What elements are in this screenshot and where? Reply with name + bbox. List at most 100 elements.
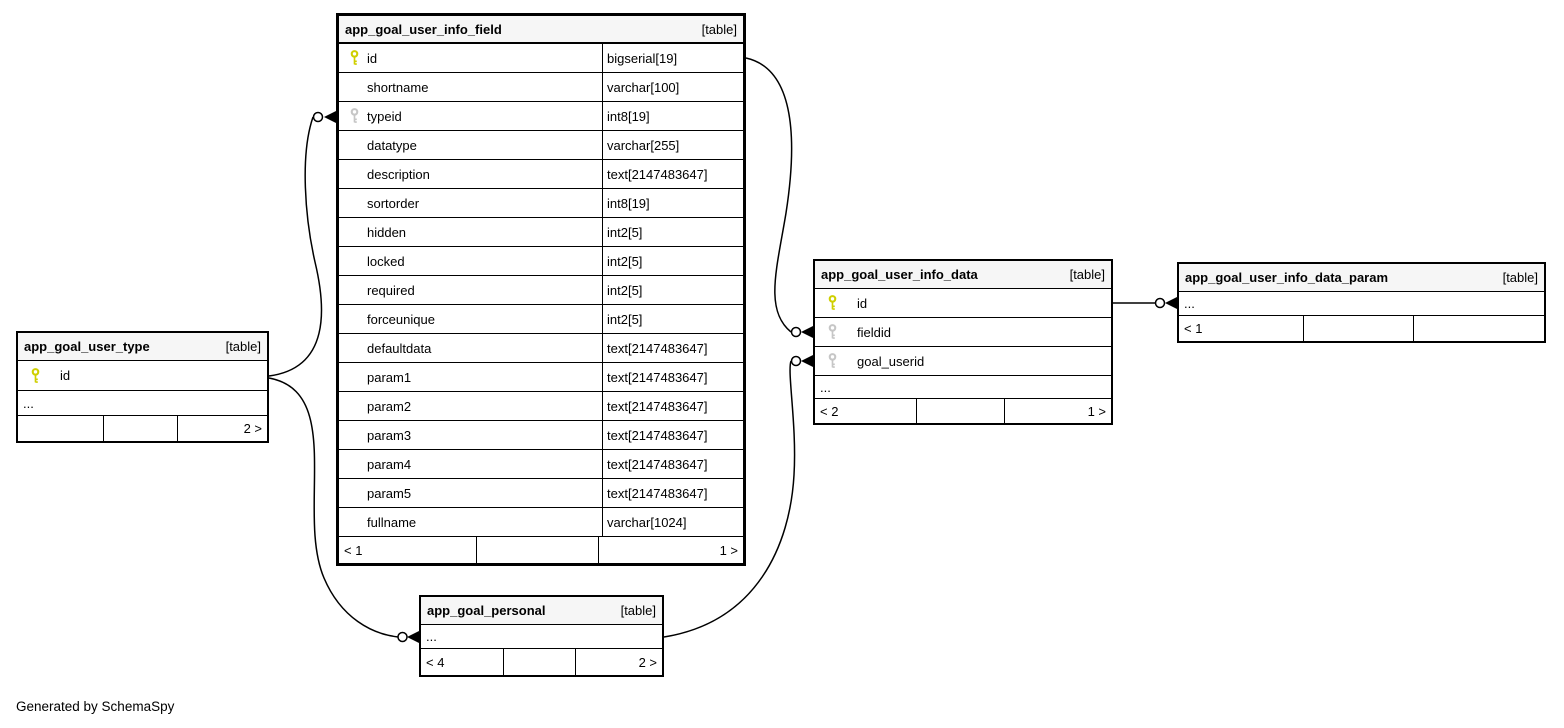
relationship-user-type-to-personal [268, 377, 419, 643]
footer-children-count: < 1 [1184, 321, 1203, 336]
column-row: id bigserial[19] [339, 44, 743, 73]
relationship-info-data-to-data-param [1113, 297, 1177, 309]
column-type: text[2147483647] [602, 479, 743, 507]
ellipsis-row: ... [815, 376, 1111, 399]
column-name-cell: shortname [339, 73, 602, 101]
column-name-cell: required [339, 276, 602, 304]
footer-middle-cell [476, 537, 597, 563]
fk-arrow-marker [801, 326, 813, 338]
column-row: defaultdata text[2147483647] [339, 334, 743, 363]
column-name: param3 [367, 427, 412, 443]
column-type: text[2147483647] [602, 160, 743, 188]
column-type: varchar[255] [602, 131, 743, 159]
entity-table-app-goal-user-info-data[interactable]: app_goal_user_info_data[table]id fieldid g… [813, 259, 1113, 425]
column-name-cell: forceunique [339, 305, 602, 333]
column-name: defaultdata [367, 340, 432, 356]
column-type: text[2147483647] [602, 334, 743, 362]
column-name: typeid [367, 108, 402, 124]
ellipsis-text: ... [426, 629, 437, 644]
column-name: fieldid [857, 324, 891, 340]
foreign-key-icon [349, 108, 360, 125]
column-row: id [815, 289, 1111, 318]
column-row: datatype varchar[255] [339, 131, 743, 160]
fk-arrow-marker [1165, 297, 1177, 309]
column-name-cell: fullname [339, 508, 602, 536]
entity-table-app-goal-user-type[interactable]: app_goal_user_type[table]id... 2 > [16, 331, 269, 443]
column-name: param5 [367, 485, 412, 501]
column-name-cell: typeid [339, 102, 602, 130]
column-name-cell: id [815, 289, 1111, 317]
column-type: int8[19] [602, 189, 743, 217]
primary-key-icon [30, 367, 41, 384]
column-name-cell: param2 [339, 392, 602, 420]
ellipsis-text: ... [23, 395, 34, 411]
column-name: id [367, 50, 378, 66]
footer-parents-count [1412, 316, 1544, 341]
column-name-cell: defaultdata [339, 334, 602, 362]
footer-row: < 1 [1179, 316, 1544, 341]
table-badge: [table] [620, 603, 656, 618]
table-name[interactable]: app_goal_user_type [24, 339, 150, 354]
footer-row: 2 > [18, 416, 267, 441]
ellipsis-text: ... [820, 379, 831, 395]
fk-arrow-marker [407, 631, 419, 643]
column-name-cell: locked [339, 247, 602, 275]
column-type: int8[19] [602, 102, 743, 130]
column-name: forceunique [367, 311, 435, 327]
table-name[interactable]: app_goal_user_info_data_param [1185, 270, 1389, 285]
column-type: int2[5] [602, 247, 743, 275]
entity-table-app-goal-user-info-field[interactable]: app_goal_user_info_field[table]id bigseri… [336, 13, 746, 566]
footer-middle-cell [502, 649, 575, 675]
column-row: fieldid [815, 318, 1111, 347]
ellipsis-text: ... [1184, 296, 1195, 311]
table-header[interactable]: app_goal_personal [table] [421, 597, 662, 625]
column-name: datatype [367, 137, 417, 153]
column-row: id [18, 361, 267, 391]
column-name: fullname [367, 514, 417, 530]
footer-children-count [18, 416, 103, 441]
foreign-key-icon [827, 353, 838, 370]
column-name-cell: param3 [339, 421, 602, 449]
column-name-cell: param1 [339, 363, 602, 391]
footer-middle-cell [915, 399, 1005, 423]
table-name[interactable]: app_goal_user_info_field [345, 21, 502, 37]
column-name-cell: sortorder [339, 189, 602, 217]
fk-arrow-marker [324, 111, 336, 123]
column-name-cell: hidden [339, 218, 602, 246]
column-name: param1 [367, 369, 412, 385]
column-row: goal_userid [815, 347, 1111, 376]
column-type: bigserial[19] [602, 44, 743, 72]
footer-children-count: < 4 [426, 654, 445, 670]
zero-circle-marker [790, 326, 802, 338]
column-name-cell: id [18, 361, 267, 390]
column-name-cell: description [339, 160, 602, 188]
footer-middle-cell [102, 416, 178, 441]
column-name: id [60, 368, 71, 383]
foreign-key-icon [827, 324, 838, 341]
table-name[interactable]: app_goal_personal [427, 603, 546, 618]
table-header[interactable]: app_goal_user_info_data[table] [815, 261, 1111, 289]
footer-middle-cell [1303, 316, 1413, 341]
column-type: text[2147483647] [602, 392, 743, 420]
footer-children-count: < 1 [344, 542, 363, 558]
column-name: hidden [367, 224, 407, 240]
entity-table-app-goal-user-info-data-param[interactable]: app_goal_user_info_data_param[table]... <… [1177, 262, 1546, 343]
table-header[interactable]: app_goal_user_type[table] [18, 333, 267, 361]
table-header[interactable]: app_goal_user_info_field[table] [339, 16, 743, 44]
zero-circle-marker [790, 355, 802, 367]
table-header[interactable]: app_goal_user_info_data_param[table] [1179, 264, 1544, 292]
column-name: required [367, 282, 415, 298]
zero-circle-marker [1154, 297, 1166, 309]
column-name: shortname [367, 79, 429, 95]
table-name[interactable]: app_goal_user_info_data [821, 267, 978, 282]
generated-by-label: Generated by SchemaSpy [16, 699, 175, 714]
